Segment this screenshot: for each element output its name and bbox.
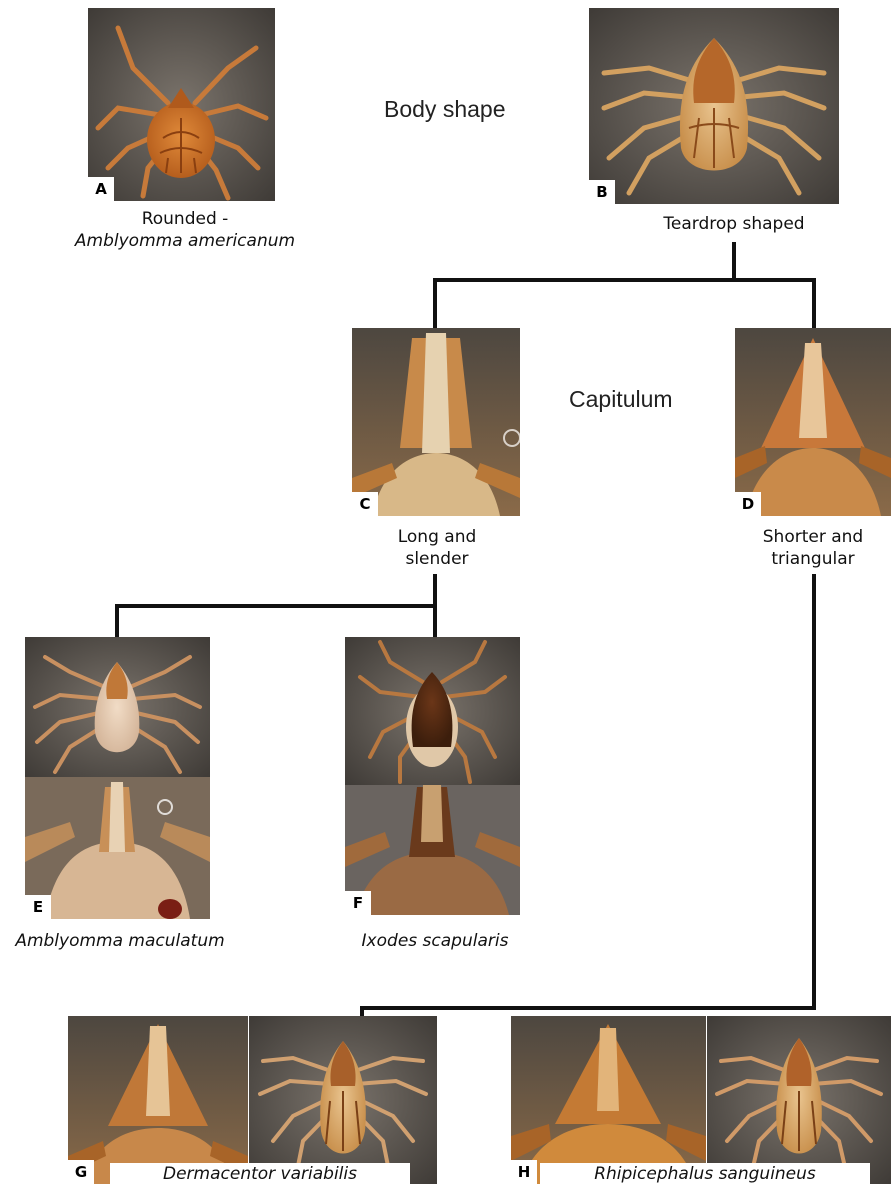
panel-g-species-caption: Dermacentor variabilis xyxy=(110,1163,410,1185)
panel-c-caption-line1: Long and xyxy=(397,527,477,547)
connector-d-bar xyxy=(360,1006,816,1010)
panel-e-label: E xyxy=(25,895,51,919)
panel-d-caption-line1: Shorter and xyxy=(762,527,864,547)
tick-sanguineus-icon xyxy=(511,1016,891,1184)
panel-a-photo: A xyxy=(88,8,275,201)
connector-to-c xyxy=(433,278,437,328)
connector-to-f xyxy=(433,604,437,638)
connector-to-d xyxy=(812,278,816,328)
tick-rounded-icon xyxy=(88,8,275,201)
panel-a-label: A xyxy=(88,177,114,201)
heading-body-shape: Body shape xyxy=(384,96,506,122)
panel-f-species: Ixodes scapularis xyxy=(361,931,509,951)
panel-b-label: B xyxy=(589,180,615,204)
panel-c-caption: Long and slender xyxy=(360,526,514,570)
panel-d-caption-line2: triangular xyxy=(771,549,855,569)
panel-f-caption: Ixodes scapularis xyxy=(340,930,530,952)
connector-c-stem xyxy=(433,574,437,608)
tick-maculatum-icon xyxy=(25,637,210,919)
capitulum-long-icon xyxy=(352,328,520,516)
panel-g-species: Dermacentor variabilis xyxy=(163,1164,357,1184)
connector-d-stem xyxy=(812,574,816,1010)
panel-e-species: Amblyomma maculatum xyxy=(15,931,225,951)
panel-g-label: G xyxy=(68,1160,94,1184)
panel-b-caption: Teardrop shaped xyxy=(663,214,805,234)
panel-h-species: Rhipicephalus sanguineus xyxy=(594,1164,816,1184)
panel-e-photo: E xyxy=(25,637,210,919)
panel-d-label: D xyxy=(735,492,761,516)
panel-a-species: Amblyomma americanum xyxy=(74,231,296,251)
panel-h-photo: H xyxy=(511,1016,891,1184)
tick-scapularis-icon xyxy=(345,637,520,915)
panel-f-photo: F xyxy=(345,637,520,915)
panel-c-label: C xyxy=(352,492,378,516)
tick-teardrop-icon xyxy=(589,8,839,204)
panel-g-photo: G xyxy=(68,1016,437,1184)
connector-b-bar xyxy=(433,278,816,282)
panel-d-caption: Shorter and triangular xyxy=(735,526,891,570)
connector-c-bar xyxy=(115,604,437,608)
heading-capitulum: Capitulum xyxy=(569,386,673,412)
panel-d-photo: D xyxy=(735,328,891,516)
capitulum-triangular-icon xyxy=(735,328,891,516)
panel-c-caption-line2: slender xyxy=(405,549,469,569)
panel-b-photo: B xyxy=(589,8,839,204)
connector-b-stem xyxy=(732,242,736,282)
panel-f-label: F xyxy=(345,891,371,915)
panel-h-species-caption: Rhipicephalus sanguineus xyxy=(540,1163,870,1185)
panel-h-label: H xyxy=(511,1160,537,1184)
panel-e-caption: Amblyomma maculatum xyxy=(0,930,240,952)
tick-variabilis-icon xyxy=(68,1016,437,1184)
connector-to-e xyxy=(115,604,119,638)
panel-c-photo: C xyxy=(352,328,520,516)
panel-a-caption: Rounded - Amblyomma americanum xyxy=(60,208,310,252)
panel-a-caption-line1: Rounded - xyxy=(141,209,229,229)
panel-a-caption-line2: Amblyomma americanum xyxy=(60,230,310,252)
